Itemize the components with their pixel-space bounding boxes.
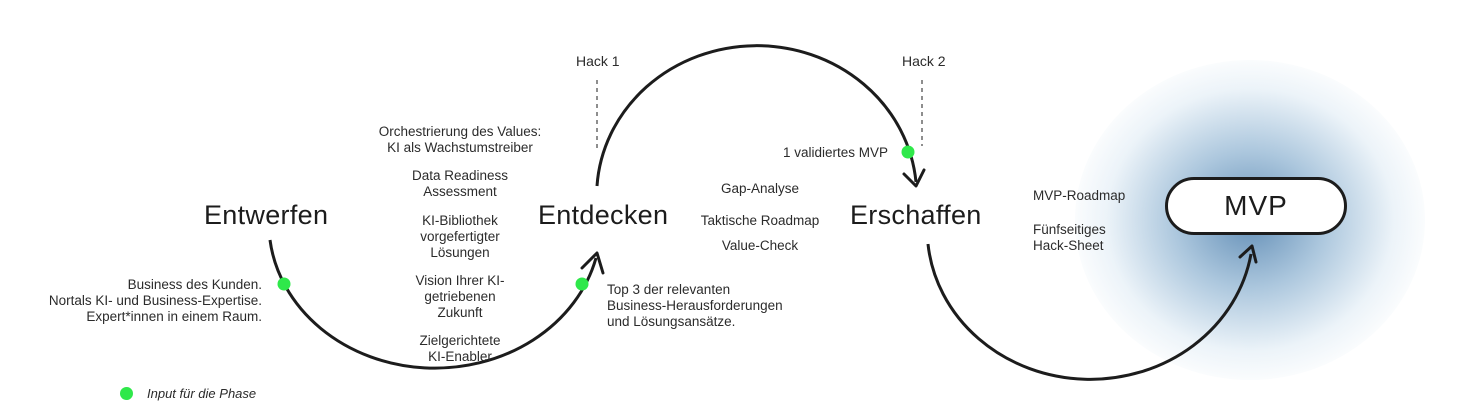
arc-erschaffen-to-mvp <box>926 243 1253 381</box>
input-text-entwerfen: Business des Kunden. Nortals KI- und Bus… <box>48 277 262 324</box>
input-text-entdecken: Top 3 der relevanten Business-Herausford… <box>607 282 783 329</box>
arrowhead-mvp <box>1238 244 1258 264</box>
legend: Input für die Phase <box>120 386 256 401</box>
deliverable-mvp-roadmap: MVP-Roadmap <box>1033 188 1126 203</box>
arc-entdecken-to-erschaffen <box>595 44 918 187</box>
mvp-label: MVP <box>1224 190 1288 221</box>
legend-dot <box>120 387 133 400</box>
legend-label: Input für die Phase <box>147 386 257 401</box>
phase-title-entdecken: Entdecken <box>538 200 669 230</box>
deliverable-value-check: Value-Check <box>721 238 799 253</box>
hack1-label: Hack 1 <box>576 53 620 69</box>
deliverable-ki-enabler: Zielgerichtete KI-Enabler <box>419 333 501 364</box>
phase-title-entwerfen: Entwerfen <box>204 200 329 230</box>
input-dot-entdecken <box>575 277 589 291</box>
deliverable-gap-analyse: Gap-Analyse <box>720 181 800 196</box>
mvp-box: MVP <box>1165 177 1347 235</box>
arrowhead-erschaffen <box>902 168 926 188</box>
input-dot-erschaffen <box>901 145 915 159</box>
deliverable-ki-bibliothek: KI-Bibliothek vorgefertigter Lösungen <box>420 213 500 260</box>
input-text-erschaffen: 1 validiertes MVP <box>782 145 888 160</box>
hack2-label: Hack 2 <box>902 53 946 69</box>
input-dot-entwerfen <box>277 277 291 291</box>
arc-entwerfen-to-entdecken <box>268 239 598 370</box>
deliverable-vision: Vision Ihrer KI- getriebenen Zukunft <box>415 273 505 320</box>
deliverable-orchestrierung: Orchestrierung des Values: KI als Wachst… <box>378 124 542 155</box>
deliverable-taktische-roadmap: Taktische Roadmap <box>700 213 820 228</box>
deliverable-hack-sheet: Fünfseitiges Hack-Sheet <box>1033 222 1106 253</box>
phase-title-erschaffen: Erschaffen <box>850 200 982 230</box>
deliverable-data-readiness: Data Readiness Assessment <box>411 168 509 199</box>
arrowhead-entdecken <box>580 251 605 275</box>
